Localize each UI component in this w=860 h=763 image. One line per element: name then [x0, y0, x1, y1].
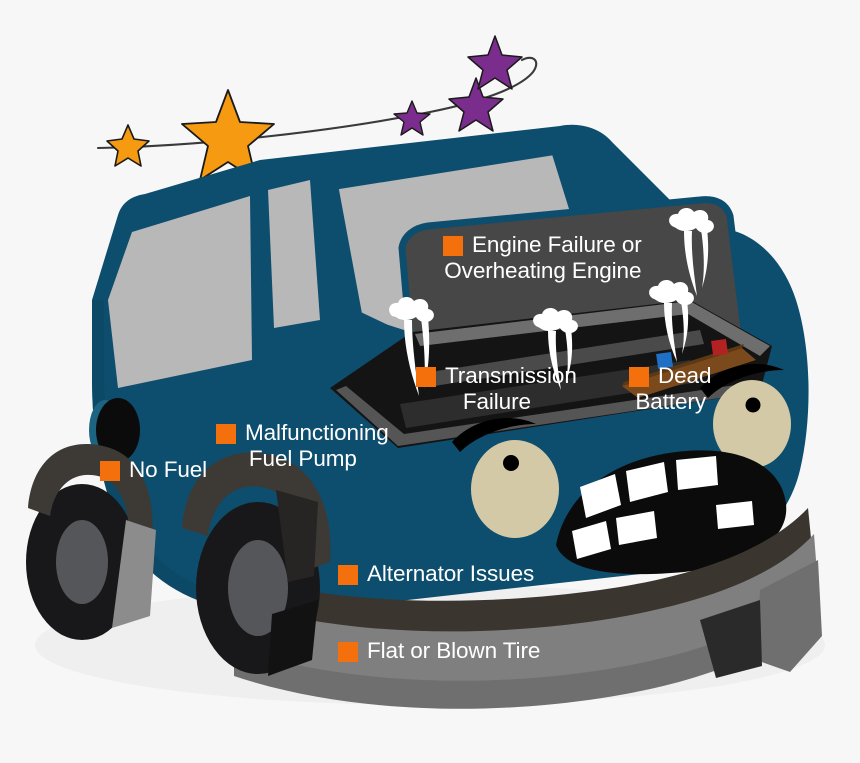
- tooth-lower-3: [716, 501, 754, 529]
- tooth-upper-3: [676, 456, 718, 490]
- fender-rear: [28, 444, 153, 548]
- star-small-orange-left: [106, 124, 150, 167]
- smoke-puff-left-icon: [389, 297, 434, 323]
- tooth-lower-1: [572, 521, 611, 559]
- window-rear-side: [108, 196, 252, 388]
- smoke-tail-right-2: [681, 300, 689, 354]
- smoke-tail-right-1: [664, 303, 677, 362]
- fender-front-inner: [276, 490, 318, 582]
- bullet-square-alternator-icon: [338, 565, 358, 585]
- star-large-orange: [181, 89, 275, 181]
- tooth-lower-2: [616, 511, 657, 545]
- callout-flat-or-blown-tire[interactable]: Flat or Blown Tire: [338, 638, 540, 664]
- callout-flat-or-blown-tire-text: Flat or Blown Tire: [367, 638, 541, 663]
- callout-no-fuel[interactable]: No Fuel: [100, 457, 207, 483]
- wheel-rear: [26, 444, 156, 640]
- smoke-puffs: [389, 208, 714, 396]
- teeth-lower: [572, 501, 754, 559]
- smoke-puff-right-icon: [649, 280, 694, 306]
- pupil-right: [745, 397, 761, 413]
- bumper: [228, 534, 818, 687]
- smoke-tail-top-1: [684, 231, 697, 296]
- open-hood-outline: [398, 196, 752, 414]
- callout-alternator-issues[interactable]: Alternator Issues: [338, 561, 534, 587]
- wheel-front-mudflap: [268, 600, 318, 676]
- smoke-puff-top-icon: [669, 208, 714, 234]
- eye-right: [713, 380, 791, 468]
- smoke-tail-mid-1: [548, 331, 561, 390]
- battery-terminal-blue-icon: [656, 351, 674, 369]
- bumper-right-shadow: [700, 600, 762, 678]
- engine-rail: [430, 330, 704, 386]
- eyebrow-right: [700, 364, 784, 398]
- smoke-puff-mid-icon: [533, 308, 578, 334]
- fender-front: [182, 452, 331, 572]
- star-medium-purple: [448, 77, 504, 132]
- bumper-right-end: [756, 560, 822, 672]
- battery-body: [622, 348, 756, 398]
- smoke-tail-left-1: [404, 320, 419, 396]
- teeth-upper: [580, 456, 718, 518]
- hub-front: [228, 540, 288, 636]
- window-front-side: [268, 180, 320, 328]
- engine-bay-parts: [400, 330, 704, 428]
- battery-terminal-red-icon: [711, 338, 729, 356]
- fuel-cap: [96, 398, 140, 462]
- bullet-square-no-fuel-icon: [100, 461, 120, 481]
- eye-left: [471, 440, 559, 538]
- bullet-square-fuel-pump-icon: [216, 424, 236, 444]
- star-small-purple: [393, 100, 431, 136]
- callout-alternator-issues-text: Alternator Issues: [367, 561, 535, 586]
- bullet-square-battery-icon: [629, 367, 649, 387]
- tooth-upper-1: [580, 474, 621, 518]
- fender-rear-liner: [112, 520, 156, 628]
- car-battery: [622, 338, 756, 398]
- star-upper-purple: [467, 35, 523, 90]
- smoke-tail-top-2: [701, 228, 709, 288]
- smoke-tail-mid-2: [565, 328, 573, 382]
- pupil-left: [503, 455, 519, 471]
- engine-block: [400, 360, 700, 428]
- hub-rear: [56, 520, 108, 604]
- tooth-upper-2: [626, 462, 668, 502]
- bullet-square-tire-icon: [338, 642, 358, 662]
- bumper-lower-face: [234, 580, 820, 709]
- eyebrow-left: [452, 418, 536, 452]
- bullet-square-transmission-icon: [416, 367, 436, 387]
- callout-no-fuel-text: No Fuel: [129, 457, 208, 482]
- wheel-front: [182, 452, 331, 676]
- engine-bay-rim-lower: [336, 382, 760, 446]
- bullet-square-engine-icon: [443, 236, 463, 256]
- engine-bay-rim: [415, 301, 770, 356]
